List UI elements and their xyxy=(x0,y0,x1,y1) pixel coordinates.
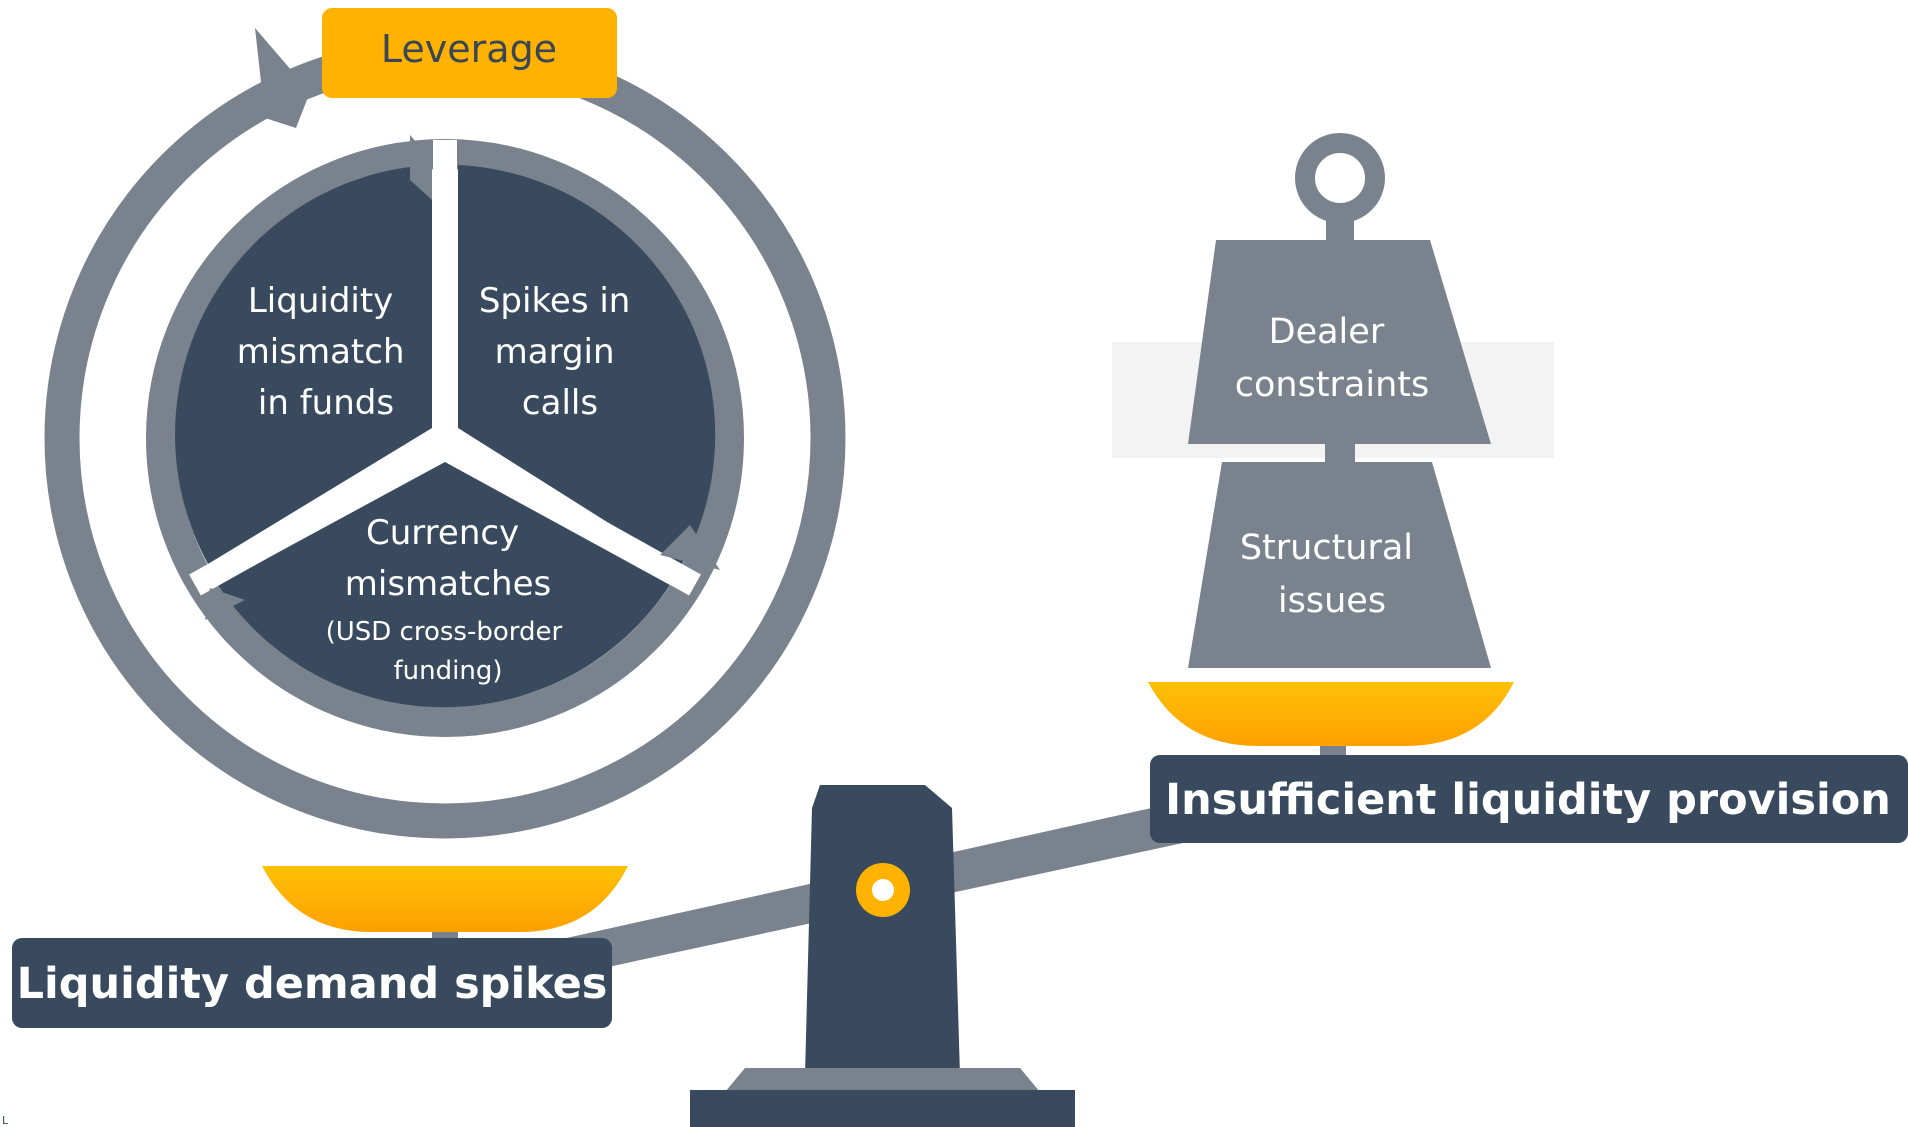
dealer-weight xyxy=(1188,240,1491,444)
margin-line-3: calls xyxy=(522,383,598,423)
leverage-box xyxy=(322,8,617,98)
structural-line-2: issues xyxy=(1278,581,1386,621)
corner-mark: L xyxy=(2,1114,9,1127)
inner-arrow-top-icon xyxy=(410,135,432,200)
weight-ring-icon xyxy=(1295,133,1385,223)
currency-line-1: Currency xyxy=(366,513,519,553)
inner-arrow-right-icon xyxy=(660,525,720,570)
separator-right xyxy=(439,434,701,596)
dealer-line-2: constraints xyxy=(1235,365,1430,405)
structural-weight xyxy=(1188,462,1491,668)
segment-currency xyxy=(218,462,670,708)
inner-arrow-left-icon xyxy=(205,588,245,620)
funds-line-3: in funds xyxy=(258,383,394,423)
svg-text:Structural issues: Structural issues xyxy=(1240,528,1424,621)
funds-line-2: mismatch xyxy=(237,332,405,372)
right-pan xyxy=(1148,682,1514,746)
svg-text:Dealer constraints: Dealer constraints xyxy=(1235,312,1430,405)
right-label: Insufficient liquidity provision xyxy=(1165,775,1891,825)
currency-note-line-1: (USD cross-border xyxy=(326,617,563,647)
scale-base-top xyxy=(725,1068,1040,1092)
currency-note-line-2: funding) xyxy=(394,656,503,686)
svg-text:(USD cross-border funding): (USD cross-border funding) xyxy=(326,617,571,686)
margin-line-1: Spikes in xyxy=(479,281,631,321)
dealer-line-1: Dealer xyxy=(1269,312,1385,352)
right-label-box xyxy=(1150,755,1908,843)
weight-connector xyxy=(1325,444,1355,462)
svg-text:Currency mismatches: Currency mismatches xyxy=(345,513,551,604)
scale-pillar xyxy=(805,785,960,1075)
svg-text:Spikes in margin calls: Spikes in margin calls xyxy=(479,281,641,423)
left-label: Liquidity demand spikes xyxy=(17,959,608,1009)
left-pan xyxy=(262,866,628,932)
segment-margin xyxy=(458,165,716,568)
outer-cycle-arrow-icon xyxy=(255,28,310,128)
separator-left xyxy=(189,434,451,596)
structural-line-1: Structural xyxy=(1240,528,1413,568)
segment-funds xyxy=(175,165,432,564)
margin-line-2: margin xyxy=(495,332,615,372)
scale-base xyxy=(690,1090,1075,1127)
left-label-box xyxy=(12,938,612,1028)
leverage-label: Leverage xyxy=(381,27,557,71)
funds-line-1: Liquidity xyxy=(248,281,393,321)
weight-ring-neck xyxy=(1326,210,1354,240)
currency-line-2: mismatches xyxy=(345,564,551,604)
svg-text:Liquidity mismatch in: Liquidity mismatch in funds xyxy=(237,281,416,423)
pivot-inner-icon xyxy=(872,879,894,901)
